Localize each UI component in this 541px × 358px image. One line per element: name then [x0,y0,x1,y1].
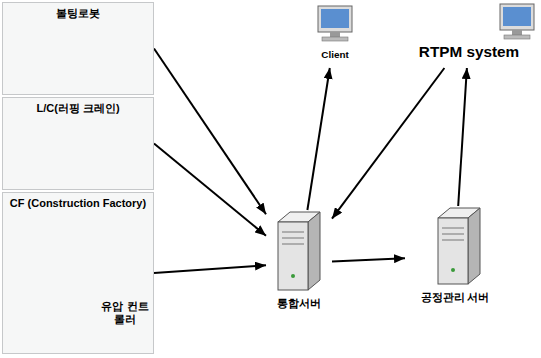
rtpm-computer-icon [500,4,534,39]
flow-arrow [307,68,329,210]
flow-arrow [332,258,405,261]
panel-title: L/C(러핑 크레인) [5,102,151,115]
client-computer-icon [318,6,352,41]
node-label: 공정관리 서버 [405,290,505,304]
equipment-panel: CF (Construction Factory) [2,192,154,354]
process-server-icon [438,208,480,284]
panel-title: 볼팅로봇 [5,7,151,20]
integrated-server-icon [278,212,320,290]
flow-arrow [332,68,444,219]
rtpm-node: RTPM system [400,2,538,68]
server-node: 통합서버 [266,210,332,316]
flow-arrow [154,144,266,236]
panel-title: CF (Construction Factory) [5,197,151,210]
server-node: 공정관리 서버 [405,206,505,306]
equipment-panel: L/C(러핑 크레인) [2,97,154,190]
equipment-panel: 볼팅로봇 [2,2,154,95]
component-label: 유압 컨트롤러 [96,300,154,326]
flow-arrow [458,68,467,206]
node-label: Client [300,48,370,61]
flow-arrow [154,265,266,273]
node-label: RTPM system [400,42,538,62]
client-node: Client [300,2,370,68]
node-label: 통합서버 [266,296,332,310]
